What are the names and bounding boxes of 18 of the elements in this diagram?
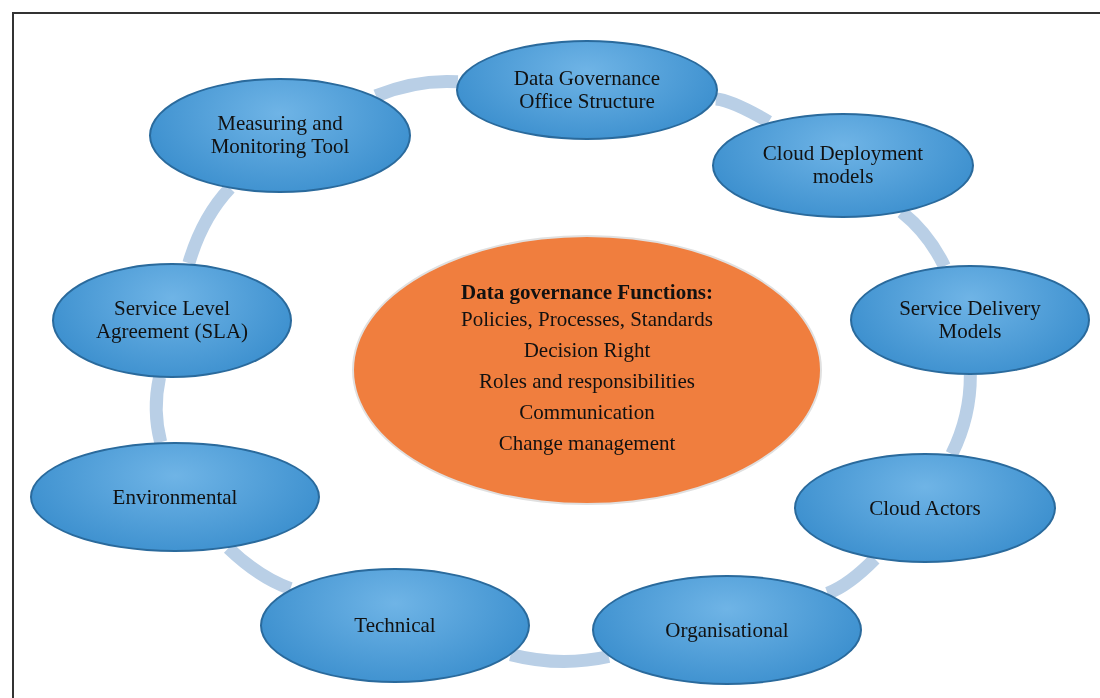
node-label: Communication bbox=[519, 399, 655, 426]
node-label: Roles and responsibilities bbox=[479, 368, 695, 395]
node-label: Measuring and Monitoring Tool bbox=[209, 112, 351, 158]
node-label: Cloud Deployment models bbox=[761, 142, 925, 188]
node-label: Decision Right bbox=[523, 337, 651, 364]
node-label: Technical bbox=[354, 613, 436, 637]
node-label: Service Delivery Models bbox=[898, 297, 1042, 343]
ring-connector bbox=[509, 648, 610, 668]
node-label: Cloud Actors bbox=[869, 496, 981, 520]
node-label: Service Level Agreement (SLA) bbox=[94, 297, 250, 343]
node-label: Environmental bbox=[112, 485, 238, 509]
node-label: Data Governance Office Structure bbox=[512, 67, 662, 113]
node-heading: Data governance Functions: bbox=[461, 281, 713, 304]
ring-connector bbox=[373, 75, 459, 102]
node-label: Change management bbox=[498, 430, 676, 457]
node-label: Policies, Processes, Standards bbox=[461, 306, 713, 333]
node-label: Organisational bbox=[665, 618, 789, 642]
ring-connector bbox=[149, 375, 167, 444]
